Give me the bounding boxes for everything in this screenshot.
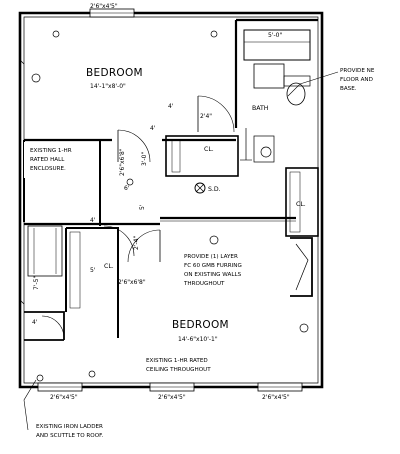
dim-4-c: 4' xyxy=(90,217,96,224)
smoke-detector-label: S.D. xyxy=(208,186,221,193)
window-bottom-right-label: 2'6"x4'5" xyxy=(262,394,290,401)
bedroom-top-dims: 14'-1"x8'-0" xyxy=(90,83,126,90)
closet-door-size: 2'6"x6'8" xyxy=(118,279,146,286)
bath-fixtures xyxy=(243,29,311,163)
note-ceiling-line2: CEILING THROUGHOUT xyxy=(146,367,211,373)
window-bottom-right: 2'6"x4'5" xyxy=(257,382,303,401)
note-provide-floor-line3: BASE. xyxy=(340,86,357,92)
bath-label: BATH xyxy=(252,105,269,112)
window-bottom-left: 2'6"x4'5" xyxy=(37,382,83,401)
note-furring-line3: ON EXISTING WALLS xyxy=(184,272,242,278)
bedroom-bottom-name: BEDROOM xyxy=(172,319,229,331)
note-provide-floor-line2: FLOOR AND xyxy=(340,77,373,83)
dim-7-5: 7'-5" xyxy=(33,276,40,290)
closet-right-label: CL. xyxy=(296,201,306,208)
bath-door-size: 2'4" xyxy=(200,113,212,120)
dim-4-d: 4' xyxy=(32,319,38,326)
bedroom-top-name: BEDROOM xyxy=(86,67,143,79)
smoke-detector: S.D. xyxy=(194,182,221,194)
note-provide-floor-line1: PROVIDE NE xyxy=(340,68,375,74)
dim-4-a: 4' xyxy=(168,103,174,110)
window-bottom-left-label: 2'6"x4'5" xyxy=(50,394,78,401)
bedroom-bottom-dims: 14'-6"x10'-1" xyxy=(178,336,218,343)
hall-door-size: 2'6"x6'8" xyxy=(119,148,126,176)
note-ladder-line1: EXISTING IRON LADDER xyxy=(36,424,103,430)
door-swings xyxy=(41,95,235,339)
note-hall-line1: EXISTING 1-HR xyxy=(30,148,72,154)
note-hall-line3: ENCLOSURE. xyxy=(30,166,66,172)
closet-hall-label: CL. xyxy=(204,146,214,153)
note-furring-line4: THROUGHOUT xyxy=(183,281,225,287)
window-top-label: 2'6"x4'5" xyxy=(90,3,118,10)
closet-left-label: CL. xyxy=(104,263,114,270)
window-bottom-center: 2'6"x4'5" xyxy=(149,382,195,401)
note-furring: PROVIDE (1) LAYER FC 60 GMB FURRING ON E… xyxy=(183,254,242,287)
note-provide-floor: PROVIDE NE FLOOR AND BASE. xyxy=(287,68,375,97)
dim-5-a: 5' xyxy=(139,204,146,210)
note-ladder: EXISTING IRON LADDER AND SCUTTLE TO ROOF… xyxy=(23,379,103,439)
dim-4-b: 4' xyxy=(150,125,156,132)
exterior-walls xyxy=(18,11,324,389)
window-top: 2'6"x4'5" xyxy=(89,3,135,18)
note-ceiling: EXISTING 1-HR RATED CEILING THROUGHOUT xyxy=(146,358,211,373)
window-bottom-center-label: 2'6"x4'5" xyxy=(158,394,186,401)
note-ladder-line2: AND SCUTTLE TO ROOF. xyxy=(36,433,103,439)
outlet-symbols xyxy=(31,30,309,382)
dim-2-4: 2'-4" xyxy=(133,236,140,250)
note-hall-enclosure: EXISTING 1-HR RATED HALL ENCLOSURE. xyxy=(24,142,98,178)
dim-6: 6' xyxy=(124,185,130,192)
note-furring-line2: FC 60 GMB FURRING xyxy=(184,263,242,269)
bath-dim: 5'-0" xyxy=(268,32,282,39)
dim-5-b: 5' xyxy=(90,267,96,274)
interior-walls xyxy=(23,18,319,341)
dim-3-0: 3'-0" xyxy=(141,152,148,166)
note-furring-line1: PROVIDE (1) LAYER xyxy=(184,254,238,260)
note-hall-line2: RATED HALL xyxy=(30,157,65,163)
note-ceiling-line1: EXISTING 1-HR RATED xyxy=(146,358,208,364)
